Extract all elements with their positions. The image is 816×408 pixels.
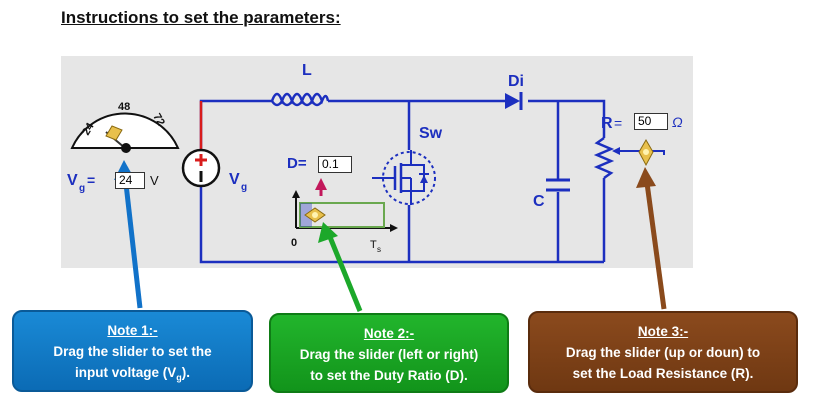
source-label-sub: g (241, 182, 247, 193)
vg-label-sub: g (79, 183, 85, 194)
inductor-label: L (302, 62, 312, 79)
note2-line2: to set the Duty Ratio (D). (310, 368, 468, 383)
resistor-slider-track (618, 150, 665, 155)
note3-line2: set the Load Resistance (R). (572, 366, 754, 381)
duty-axis-ts-sub: s (377, 245, 381, 254)
duty-axis-ts: T (370, 239, 377, 251)
vg-slider-thumb[interactable] (105, 125, 131, 153)
note1-head: Note 1:- (107, 323, 158, 338)
source-label: V (229, 171, 240, 188)
capacitor-symbol (546, 178, 570, 192)
note1-line2: input voltage (Vg). (75, 365, 190, 383)
vg-label: V (67, 172, 78, 189)
duty-label: D= (287, 155, 307, 172)
resistor-eq: = (614, 115, 622, 131)
diode-symbol (505, 92, 523, 110)
note3-pointer-arrow (636, 167, 667, 310)
circuit-panel (61, 56, 693, 268)
vg-input[interactable]: 24 (115, 172, 145, 189)
note2-head: Note 2:- (363, 326, 415, 341)
duty-axis-zero: 0 (291, 237, 297, 249)
duty-slider-thumb[interactable] (304, 207, 326, 223)
page-title: Instructions to set the parameters: (61, 8, 341, 27)
switch-symbol (372, 150, 436, 205)
voltage-source-symbol (181, 148, 221, 188)
vg-eq: = (87, 172, 95, 188)
inductor-symbol (270, 92, 330, 107)
note2-pointer-arrow (318, 222, 363, 312)
resistor-label: R (601, 115, 613, 132)
circuit-wires (199, 99, 606, 264)
resistor-symbol (593, 136, 615, 180)
dial-label-mid: 48 (118, 101, 130, 113)
diode-label: Di (508, 73, 524, 90)
resistor-input[interactable]: 50 (634, 113, 668, 130)
note-2: Note 2:- Drag the slider (left or right)… (269, 313, 509, 393)
note-1: Note 1:- Drag the slider to set the inpu… (12, 310, 253, 392)
capacitor-label: C (533, 193, 545, 210)
note3-line1: Drag the slider (up or doun) to (565, 345, 761, 360)
switch-label: Sw (419, 125, 443, 142)
duty-input[interactable]: 0.1 (318, 156, 352, 173)
duty-plot (292, 190, 398, 232)
resistor-unit: Ω (672, 114, 683, 130)
vg-dial: 24 48 72 (70, 101, 180, 149)
note-3: Note 3:- Drag the slider (up or doun) to… (528, 311, 798, 393)
note2-line1: Drag the slider (left or right) (299, 347, 479, 362)
dial-label-high: 72 (150, 112, 167, 129)
resistor-slider-thumb[interactable] (638, 139, 654, 167)
vg-unit: V (150, 173, 159, 188)
duty-up-arrow (315, 178, 327, 190)
resistor-wiper-arrow (612, 147, 620, 155)
note3-head: Note 3:- (637, 324, 689, 339)
note1-line1: Drag the slider to set the (53, 344, 212, 359)
